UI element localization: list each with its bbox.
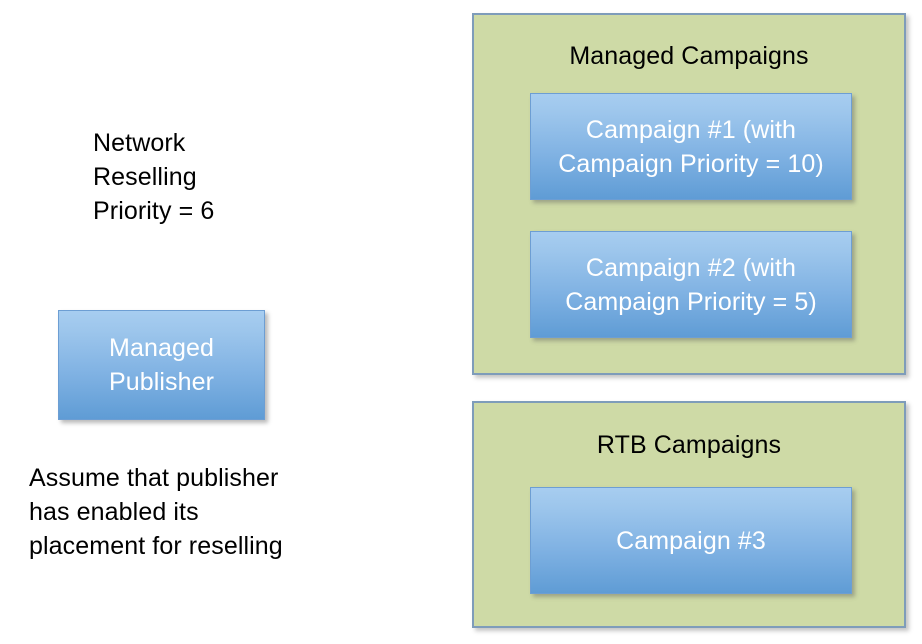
managed-publisher-label: Managed Publisher bbox=[108, 334, 215, 396]
campaign-3-label: Campaign #3 bbox=[616, 526, 766, 555]
campaign-1-node[interactable]: Campaign #1 (with Campaign Priority = 10… bbox=[530, 93, 852, 200]
campaign-2-node[interactable]: Campaign #2 (with Campaign Priority = 5) bbox=[530, 231, 852, 338]
assumption-note: Assume that publisher has enabled its pl… bbox=[29, 464, 283, 560]
network-reselling-priority-note: Network Reselling Priority = 6 bbox=[93, 129, 215, 225]
managed-campaigns-title: Managed Campaigns bbox=[569, 42, 809, 70]
campaign-3-node[interactable]: Campaign #3 bbox=[530, 487, 852, 594]
rtb-campaigns-title: RTB Campaigns bbox=[596, 431, 782, 459]
campaign-1-label: Campaign #1 (with Campaign Priority = 10… bbox=[558, 115, 824, 178]
managed-publisher-node[interactable]: Managed Publisher bbox=[58, 310, 265, 420]
campaign-2-label: Campaign #2 (with Campaign Priority = 5) bbox=[565, 253, 817, 316]
